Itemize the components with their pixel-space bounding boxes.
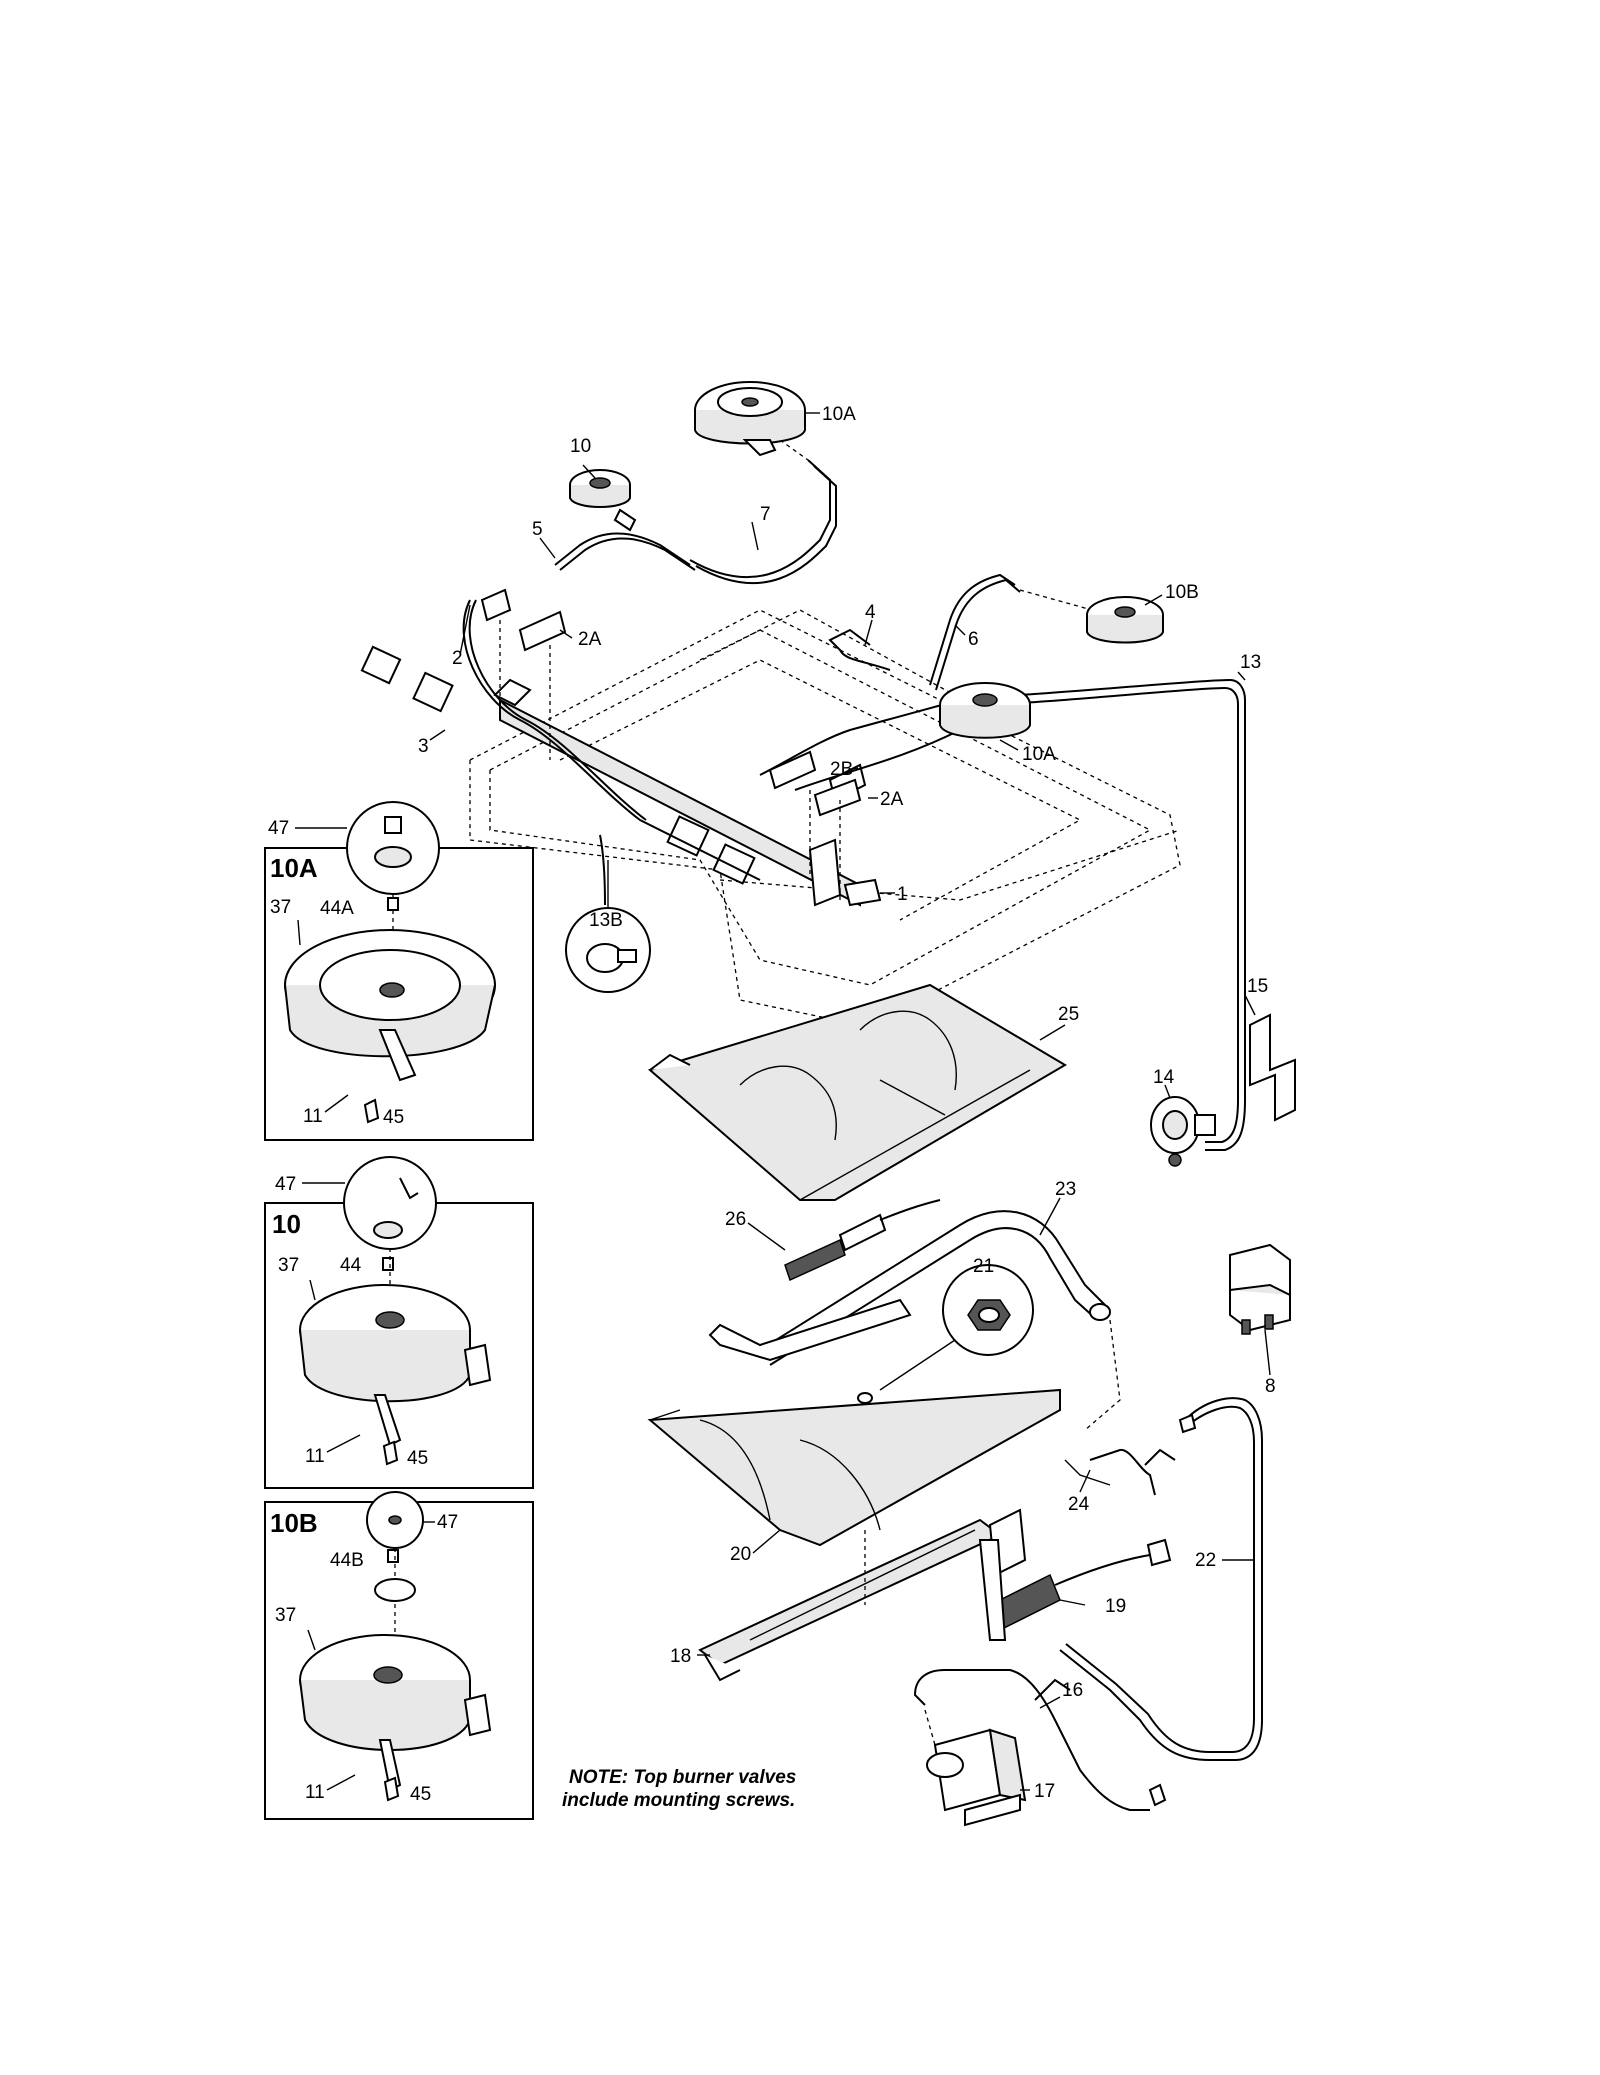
tube-16	[913, 1669, 1167, 1811]
note: NOTE: Top burner valves include mounting…	[562, 1767, 796, 1811]
left-valves	[480, 588, 567, 760]
label-1: 1	[897, 884, 908, 905]
label-23: 23	[1055, 1179, 1076, 1200]
bake-burner-23	[759, 1210, 1111, 1366]
label-5: 5	[532, 519, 543, 540]
label-4: 4	[865, 602, 876, 623]
gas-tubes	[554, 459, 1246, 1151]
inset-10-label-45: 45	[407, 1448, 428, 1469]
inset-10-label-11: 11	[305, 1446, 325, 1467]
label-13b: 13B	[589, 910, 623, 931]
label-22: 22	[1195, 1550, 1216, 1571]
inset-10b-title: 10B	[270, 1508, 318, 1538]
inset-10b: 10B 47 44B 37 11 45	[264, 1491, 534, 1820]
inset-10b-label-11: 11	[305, 1782, 325, 1803]
burner-10b	[1086, 596, 1164, 644]
inset-10a-label-44a: 44A	[320, 898, 354, 919]
heat-shield-25	[647, 983, 1067, 1201]
label-2b: 2B	[830, 759, 853, 780]
label-14: 14	[1153, 1067, 1175, 1088]
label-10b-top: 10B	[1165, 582, 1199, 603]
burner-10a-mid	[939, 682, 1031, 739]
label-18: 18	[670, 1646, 691, 1667]
orifice-24	[1064, 1319, 1176, 1496]
inset-10-title: 10	[272, 1209, 301, 1239]
label-2a-left: 2A	[578, 629, 602, 650]
heat-shield-20	[647, 1388, 1061, 1547]
bracket-15	[1249, 1013, 1296, 1122]
label-21: 21	[973, 1256, 994, 1277]
safety-valve-17	[926, 1728, 1027, 1827]
right-valves	[768, 750, 867, 900]
label-16: 16	[1062, 1680, 1083, 1701]
burner-10-top	[569, 469, 637, 532]
inset-10a-label-45: 45	[383, 1107, 404, 1128]
label-6: 6	[968, 629, 979, 650]
inset-10b-label-37: 37	[275, 1605, 296, 1626]
inset-10b-label-44b: 44B	[330, 1550, 364, 1571]
ignition-wire-harness	[462, 599, 761, 906]
label-19: 19	[1105, 1596, 1126, 1617]
inset-10b-label-45: 45	[410, 1784, 431, 1805]
inset-10a-label-11: 11	[303, 1106, 323, 1127]
label-10a-top: 10A	[822, 404, 856, 425]
inset-10-label-37: 37	[278, 1255, 299, 1276]
inset-10a-label-37: 37	[270, 897, 291, 918]
label-10a-mid: 10A	[1022, 744, 1056, 765]
inset-10a: 10A 47 44A 37 11 45	[264, 801, 534, 1141]
valve-brackets	[360, 645, 756, 885]
igniter-26	[784, 1199, 941, 1282]
label-3: 3	[418, 736, 429, 757]
part-8	[1229, 1243, 1291, 1335]
label-15: 15	[1247, 976, 1268, 997]
leader-lines	[429, 412, 1271, 1791]
label-2a-right: 2A	[880, 789, 904, 810]
inset-10-label-44: 44	[340, 1255, 362, 1276]
note-line-1: NOTE: Top burner valves	[569, 1767, 796, 1788]
part-labels: 10A 10 7 5 2 2A 4 6 10B 13 3 10A 2B 2A 1…	[418, 404, 1276, 1802]
inset-10a-label-47: 47	[268, 818, 289, 839]
label-26: 26	[725, 1209, 746, 1230]
label-17: 17	[1034, 1781, 1055, 1802]
burner-10a-top	[694, 381, 806, 457]
label-13: 13	[1240, 652, 1261, 673]
tube-22	[1059, 1397, 1263, 1761]
inset-10-label-47: 47	[275, 1174, 296, 1195]
label-25: 25	[1058, 1004, 1079, 1025]
burner-bracket	[708, 1298, 912, 1362]
callout-21	[879, 1264, 1034, 1391]
inset-10: 10 47 44 37 11 45	[264, 1156, 534, 1489]
label-2: 2	[452, 648, 463, 669]
label-7: 7	[760, 504, 771, 525]
callout-13b	[565, 860, 651, 993]
fitting-guides	[779, 439, 1111, 631]
label-24: 24	[1068, 1494, 1090, 1515]
igniter-19	[864, 1508, 1172, 1641]
label-8: 8	[1265, 1376, 1276, 1397]
pressure-regulator-14	[1150, 1096, 1216, 1167]
inset-10b-label-47: 47	[437, 1512, 458, 1533]
manifold-pipe	[493, 678, 882, 907]
inset-10a-title: 10A	[270, 853, 318, 883]
label-20: 20	[730, 1544, 751, 1565]
note-line-2: include mounting screws.	[562, 1790, 795, 1811]
label-10-top: 10	[570, 436, 591, 457]
